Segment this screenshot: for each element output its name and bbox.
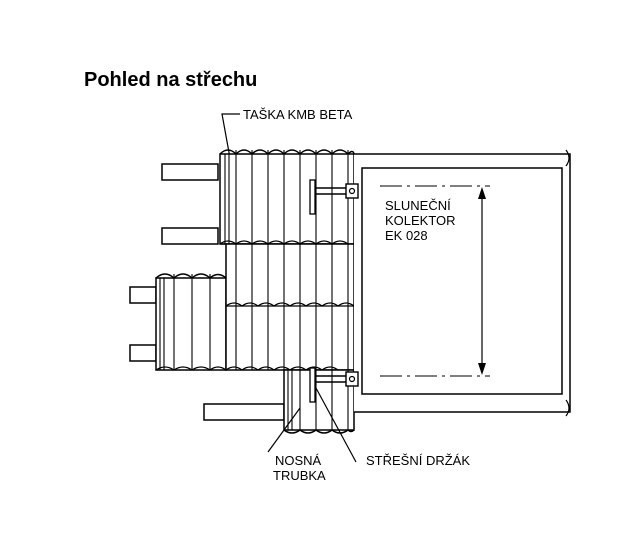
tube-label-line-2: TRUBKA [273,468,326,483]
bottom-tile-block [283,369,355,434]
upper-roof-holder [309,179,359,215]
tile-leader-line [221,113,240,159]
tube-leader-line [267,407,301,453]
collector-label-line-3: EK 028 [385,228,428,243]
collector-label-line-1: SLUNEČNÍ [385,198,451,213]
tile-label: TAŠKA KMB BETA [243,107,353,122]
holder-leader-line [315,387,357,463]
dimension-arrow [478,187,486,375]
collector-label-line-2: KOLEKTOR [385,213,456,228]
solar-collector [354,149,571,417]
tube-label-line-1: NOSNÁ [275,453,322,468]
middle-tile-block [155,243,355,371]
upper-tile-block [219,149,355,245]
holder-label: STŘEŠNÍ DRŽÁK [366,453,470,468]
lower-roof-holder [309,367,359,403]
diagram-title: Pohled na střechu [84,69,257,91]
pipe-stubs [129,163,285,421]
left-tile-block [155,273,227,371]
